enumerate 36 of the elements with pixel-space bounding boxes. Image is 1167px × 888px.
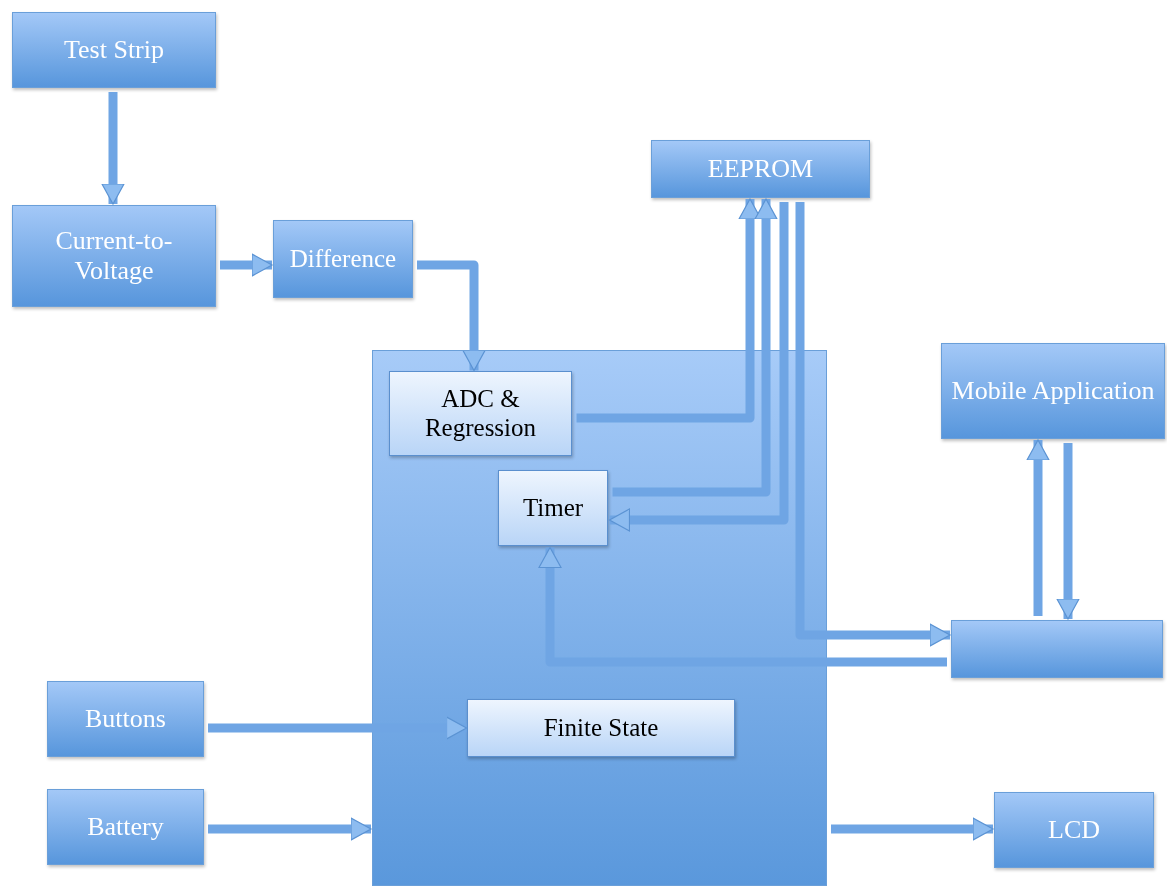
process-box xyxy=(498,470,608,546)
arrow xyxy=(831,817,994,841)
box-label: Buttons xyxy=(85,704,166,734)
process-box xyxy=(12,12,216,88)
process-box xyxy=(389,371,572,456)
arrow xyxy=(795,202,951,647)
process-box xyxy=(47,789,204,865)
process-box xyxy=(273,220,413,298)
box-label: Timer xyxy=(522,493,584,523)
arrow xyxy=(1056,443,1080,620)
block-panel xyxy=(372,350,827,886)
box-label: Test Strip xyxy=(64,35,164,65)
box-label: Current-to-Voltage xyxy=(54,226,174,286)
box-label: Mobile Application xyxy=(951,376,1155,406)
box-label: ADC & Regression xyxy=(423,384,538,443)
arrow xyxy=(208,716,468,740)
box-label: LCD xyxy=(1048,815,1100,845)
process-box xyxy=(467,699,735,757)
process-box xyxy=(994,792,1154,868)
box-label: Finite State xyxy=(543,713,659,743)
box-label: Battery xyxy=(87,812,164,842)
arrow xyxy=(220,253,273,277)
arrow xyxy=(612,198,778,497)
arrow xyxy=(1026,439,1050,616)
box-label: EEPROM xyxy=(707,154,814,184)
box-label: Difference xyxy=(289,244,397,274)
process-box xyxy=(47,681,204,757)
arrow xyxy=(538,546,947,667)
process-box xyxy=(951,620,1163,678)
arrow xyxy=(101,92,125,205)
arrow xyxy=(208,817,372,841)
process-box xyxy=(12,205,216,307)
process-box xyxy=(941,343,1165,439)
arrow xyxy=(608,202,789,532)
process-box xyxy=(651,140,870,198)
arrow xyxy=(417,260,486,372)
